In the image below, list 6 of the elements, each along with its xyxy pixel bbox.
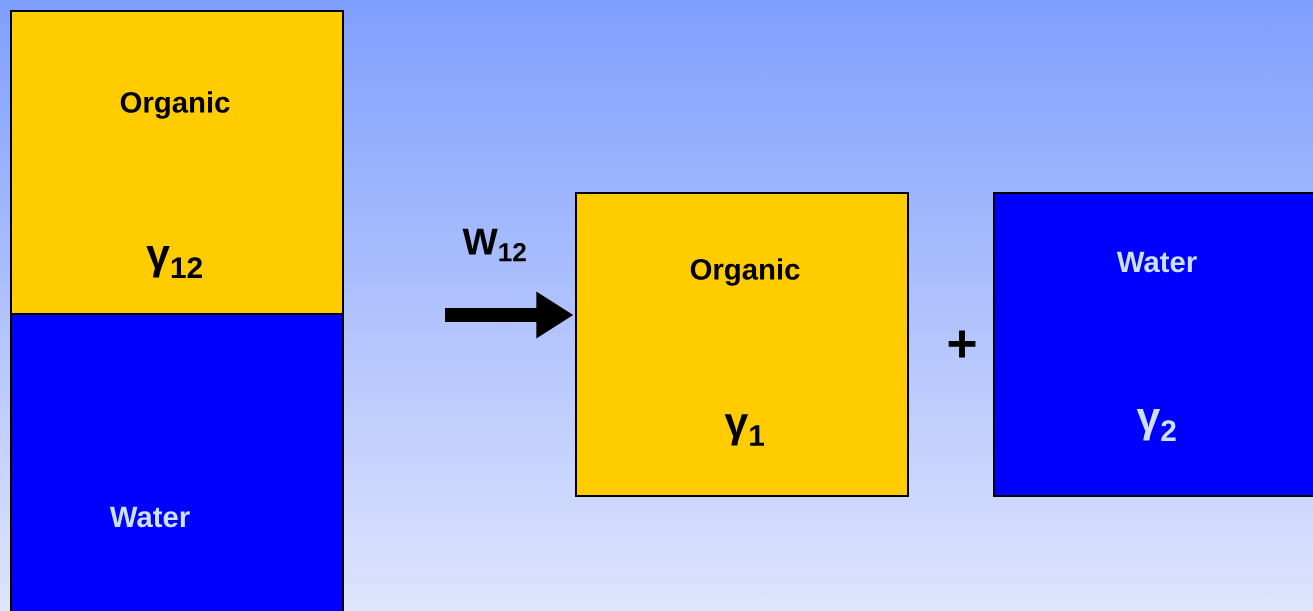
water-box: Water γ$_{2}$ [993, 192, 1313, 497]
water-box: Water [10, 313, 344, 611]
plus-sign: + [948, 330, 976, 358]
organic-box: Organic γ$_{1}$ [575, 192, 909, 497]
edge-label: W$_{12}$ [462, 228, 526, 262]
organic-box: Organic γ$_{12}$ [10, 10, 344, 315]
